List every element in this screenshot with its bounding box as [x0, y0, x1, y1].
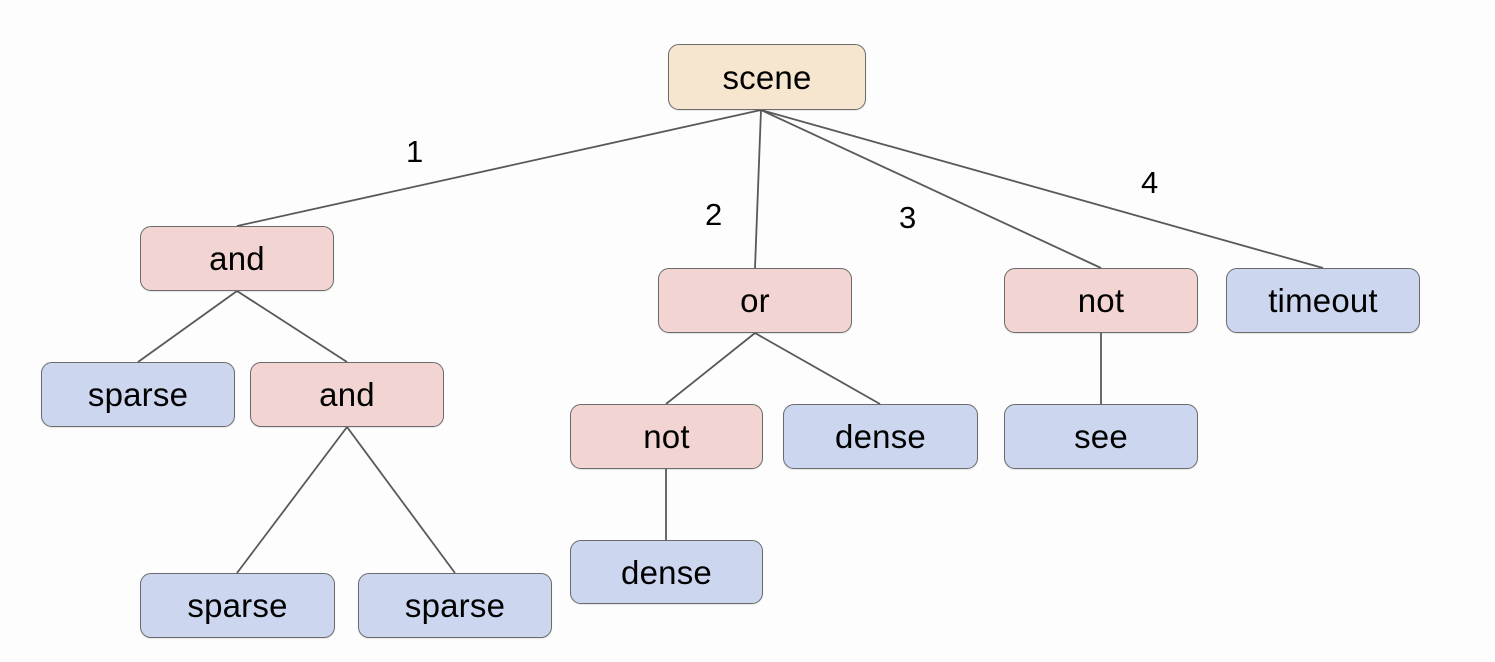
- tree-edge: [236, 290, 348, 363]
- edge-label-3: 3: [899, 200, 917, 235]
- tree-node-sparse2[interactable]: sparse: [140, 573, 335, 638]
- tree-edge: [754, 109, 762, 269]
- tree-node-not1[interactable]: not: [570, 404, 763, 469]
- tree-edge: [236, 426, 348, 574]
- edge-label-2: 2: [705, 197, 723, 232]
- tree-edge: [754, 332, 881, 405]
- tree-node-sparse3[interactable]: sparse: [358, 573, 552, 638]
- tree-node-label: timeout: [1268, 282, 1378, 319]
- tree-node-label: sparse: [87, 376, 189, 413]
- tree-node-or1[interactable]: or: [658, 268, 852, 333]
- tree-node-not2[interactable]: not: [1004, 268, 1198, 333]
- tree-edge: [346, 426, 456, 574]
- tree-node-and2[interactable]: and: [250, 362, 444, 427]
- tree-node-label: or: [740, 282, 770, 319]
- tree-node-label: and: [209, 240, 265, 277]
- tree-node-label: sparse: [187, 587, 288, 624]
- tree-edge: [665, 332, 756, 405]
- tree-node-label: scene: [722, 58, 812, 96]
- tree-node-dense2[interactable]: dense: [570, 540, 763, 604]
- tree-node-sparse1[interactable]: sparse: [41, 362, 235, 427]
- tree-node-see1[interactable]: see: [1004, 404, 1198, 469]
- tree-edge: [137, 290, 238, 363]
- tree-node-label: dense: [621, 553, 712, 591]
- edge-label-4: 4: [1141, 165, 1159, 200]
- tree-edge: [760, 109, 1102, 269]
- tree-node-timeout1[interactable]: timeout: [1226, 268, 1420, 333]
- tree-node-scene[interactable]: scene: [668, 44, 866, 110]
- tree-node-dense1[interactable]: dense: [783, 404, 978, 469]
- tree-node-label: see: [1074, 418, 1128, 455]
- tree-node-label: not: [643, 418, 690, 455]
- tree-edge: [760, 109, 1324, 269]
- tree-node-label: sparse: [404, 587, 506, 624]
- tree-node-and1[interactable]: and: [140, 226, 334, 291]
- edge-label-1: 1: [406, 134, 424, 169]
- tree-edge: [236, 109, 762, 227]
- tree-node-label: and: [319, 376, 375, 413]
- tree-node-label: not: [1077, 282, 1125, 319]
- tree-node-label: dense: [835, 418, 926, 455]
